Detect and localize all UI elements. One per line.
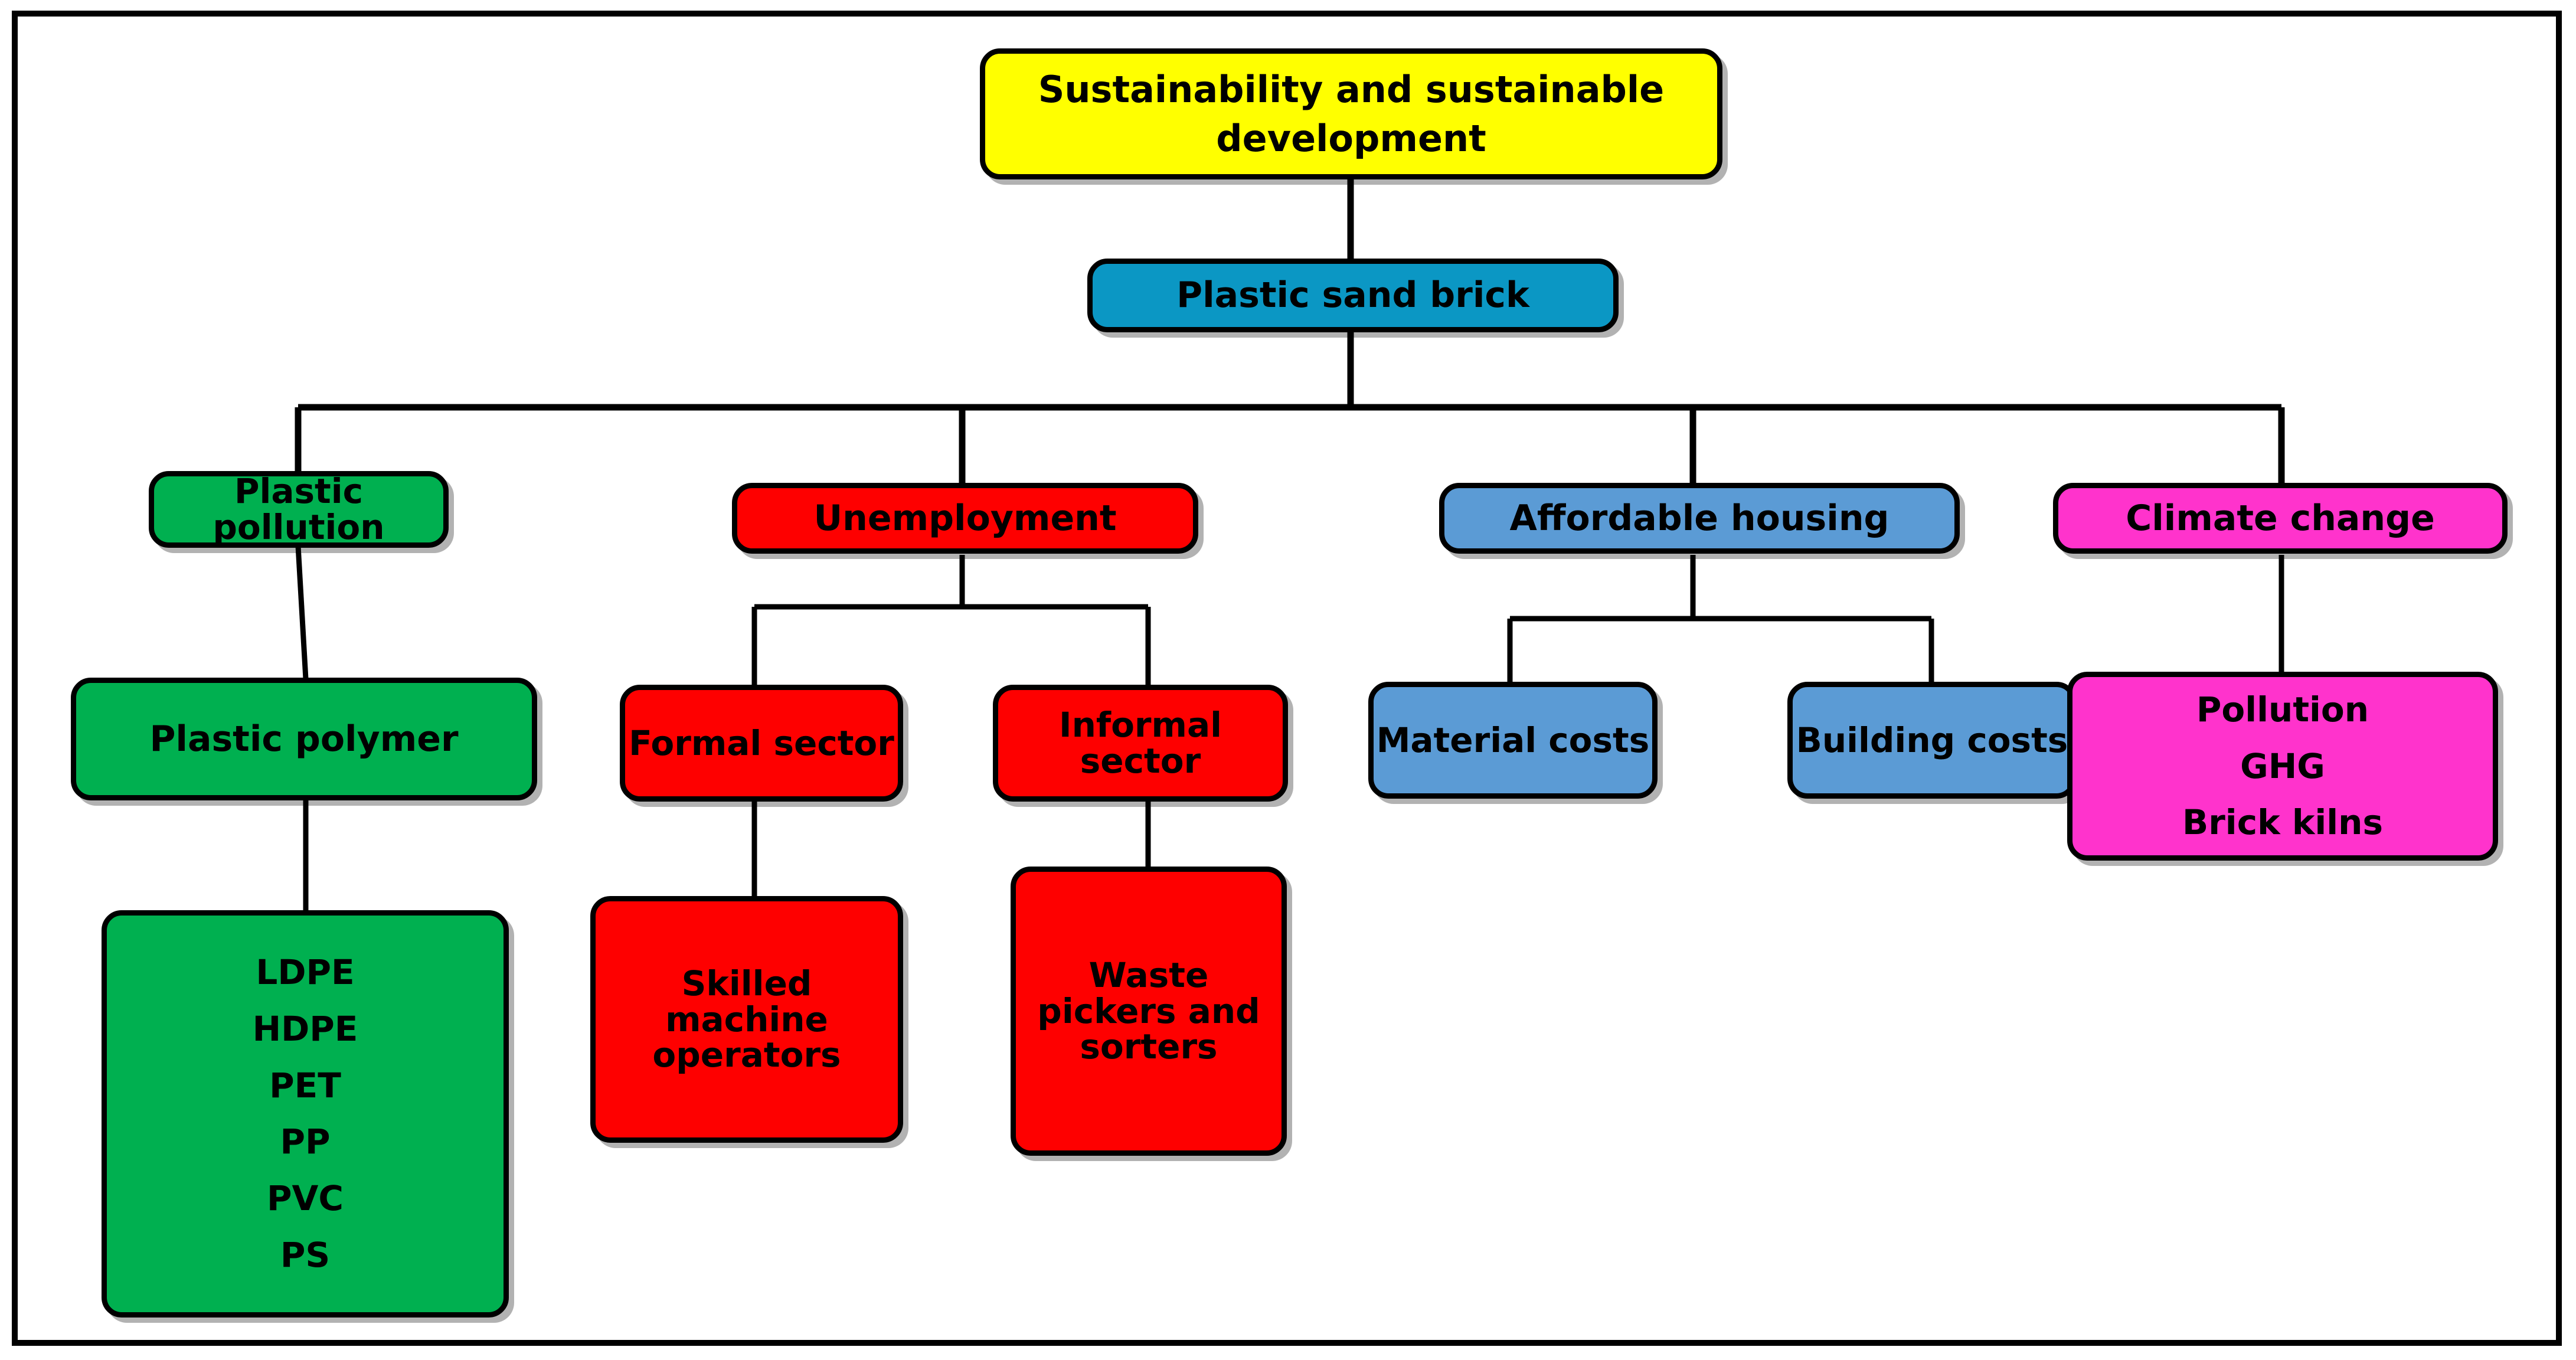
node-informal-sector[interactable]: Informal sector	[993, 685, 1288, 802]
node-line-item: Pollution	[2196, 689, 2369, 730]
edge-pollution-to-polymer	[295, 545, 309, 679]
node-formal-sector-label: Formal sector	[629, 722, 894, 763]
node-unemployment[interactable]: Unemployment	[732, 483, 1198, 554]
node-polymer-list[interactable]: LDPE HDPE PET PP PVC PS	[102, 910, 509, 1318]
node-affordable-housing-label: Affordable housing	[1509, 497, 1889, 539]
node-root[interactable]: Sustainability and sustainable developme…	[980, 48, 1722, 179]
node-informal-sector-label: Informal sector	[1058, 705, 1222, 781]
node-skilled-machine-operators[interactable]: Skilled machine operators	[590, 896, 903, 1143]
node-material-costs-label: Material costs	[1376, 720, 1650, 760]
page-border	[12, 11, 2562, 1346]
node-waste-pickers-and-sorters[interactable]: Waste pickers and sorters	[1011, 867, 1287, 1156]
node-line-item: PS	[280, 1234, 331, 1275]
node-formal-sector[interactable]: Formal sector	[620, 685, 903, 802]
node-plastic-sand-brick-label: Plastic sand brick	[1176, 274, 1529, 316]
node-line-item: PET	[269, 1065, 341, 1106]
node-line-item: HDPE	[252, 1009, 358, 1050]
node-plastic-polymer[interactable]: Plastic polymer	[71, 678, 537, 800]
node-unemployment-label: Unemployment	[813, 497, 1117, 539]
node-plastic-polymer-label: Plastic polymer	[149, 718, 459, 760]
node-plastic-pollution[interactable]: Plastic pollution	[149, 471, 449, 548]
node-building-costs[interactable]: Building costs	[1787, 682, 2077, 799]
node-plastic-pollution-label: Plastic pollution	[213, 471, 385, 547]
node-waste-pickers-and-sorters-label: Waste pickers and sorters	[1037, 954, 1260, 1067]
node-climate-change-label: Climate change	[2126, 497, 2435, 539]
node-building-costs-label: Building costs	[1796, 720, 2068, 760]
node-line-item: PP	[280, 1122, 331, 1162]
node-root-label: Sustainability and sustainable developme…	[1038, 67, 1665, 160]
node-line-item: Brick kilns	[2182, 802, 2383, 843]
node-line-item: GHG	[2240, 746, 2325, 786]
node-climate-change[interactable]: Climate change	[2053, 483, 2508, 554]
node-line-item: LDPE	[256, 952, 355, 993]
node-material-costs[interactable]: Material costs	[1368, 682, 1658, 799]
node-plastic-sand-brick[interactable]: Plastic sand brick	[1087, 259, 1619, 332]
node-skilled-machine-operators-label: Skilled machine operators	[652, 963, 841, 1075]
node-line-item: PVC	[267, 1178, 344, 1219]
node-affordable-housing[interactable]: Affordable housing	[1439, 483, 1960, 554]
